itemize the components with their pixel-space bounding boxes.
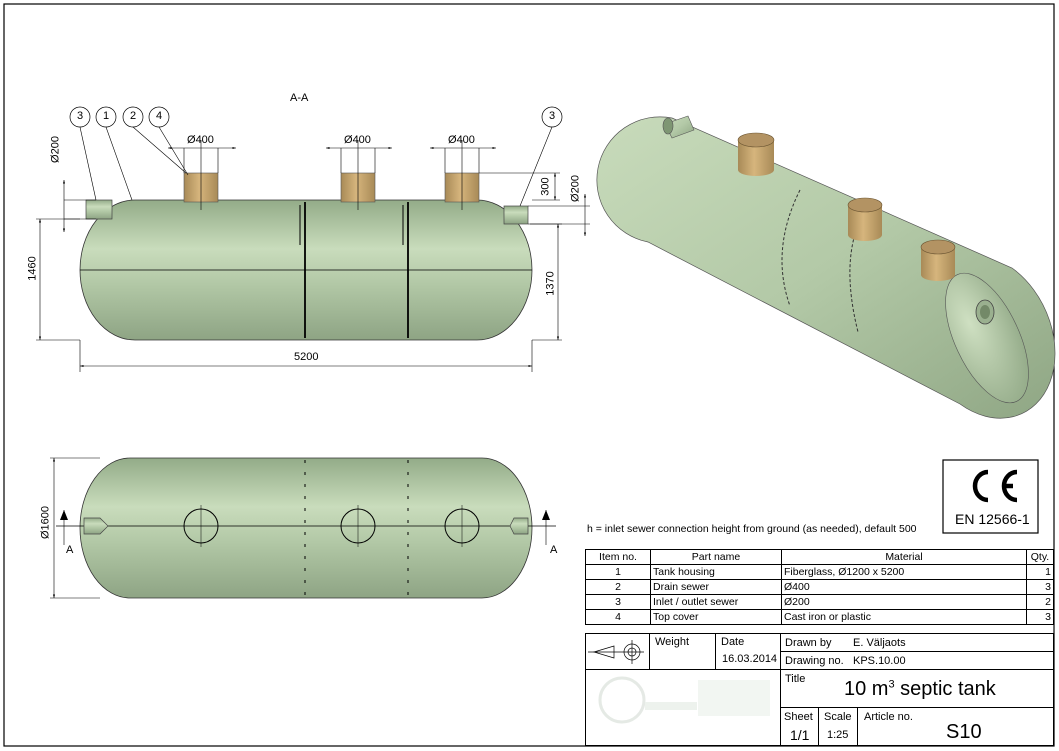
drawn-by-value: E. Väljaots xyxy=(853,637,906,649)
date-cell: Date 16.03.2014 xyxy=(715,633,781,670)
title-cell: Title 10 m3 septic tank xyxy=(780,669,1054,708)
bom-header-part: Part name xyxy=(650,549,782,565)
drawn-by-cell: Drawn by E. Väljaots xyxy=(780,633,1054,652)
bom-header-row: Item no. Part name Material Qty. xyxy=(585,549,1054,565)
bom-header-item: Item no. xyxy=(585,549,651,565)
dim-d200-right: Ø200 xyxy=(569,175,582,202)
projection-symbol xyxy=(588,640,644,664)
section-mark-right: A xyxy=(550,544,558,556)
table-row: 2 Drain sewer Ø400 3 xyxy=(585,579,1054,595)
article-value: S10 xyxy=(946,721,982,743)
title-value: 10 m3 septic tank xyxy=(844,678,996,700)
iso-cover-2 xyxy=(847,197,883,241)
dim-d400-2: Ø400 xyxy=(344,134,371,146)
dim-1460: 1460 xyxy=(26,256,39,281)
sheet-value: 1/1 xyxy=(790,727,810,743)
bom-header-qty: Qty. xyxy=(1026,549,1054,565)
scale-value: 1:25 xyxy=(827,729,849,741)
dim-1370: 1370 xyxy=(544,271,557,296)
drawing-no-label: Drawing no. xyxy=(785,655,844,667)
table-row: 4 Top cover Cast iron or plastic 3 xyxy=(585,609,1054,625)
iso-cover-1 xyxy=(737,132,775,176)
date-label: Date xyxy=(721,636,745,648)
bill-of-materials: Item no. Part name Material Qty. 1 Tank … xyxy=(585,549,1054,625)
dim-d1600: Ø1600 xyxy=(39,505,52,540)
balloon-4: 4 xyxy=(155,110,163,122)
iso-cover-3 xyxy=(920,239,956,281)
sheet-cell: Sheet 1/1 xyxy=(780,707,819,746)
table-row: 3 Inlet / outlet sewer Ø200 2 xyxy=(585,594,1054,610)
inlet-height-note: h = inlet sewer connection height from g… xyxy=(587,523,917,535)
scale-cell: Scale 1:25 xyxy=(818,707,858,746)
section-view xyxy=(36,106,590,372)
top-view xyxy=(50,457,556,599)
dim-5200: 5200 xyxy=(294,351,319,363)
isometric-view xyxy=(596,115,1056,419)
dim-300: 300 xyxy=(539,177,552,196)
projection-cell xyxy=(585,633,650,670)
bom-header-material: Material xyxy=(781,549,1027,565)
table-row: 1 Tank housing Fiberglass, Ø1200 x 5200 … xyxy=(585,564,1054,580)
outlet-pipe xyxy=(503,205,529,225)
article-cell: Article no. S10 xyxy=(857,707,1054,746)
logo-cell xyxy=(585,669,781,746)
sheet-label: Sheet xyxy=(784,711,813,723)
weight-cell: Weight xyxy=(649,633,716,670)
section-label: A-A xyxy=(290,92,309,104)
article-label: Article no. xyxy=(864,711,913,723)
company-logo xyxy=(598,676,770,724)
balloon-1: 1 xyxy=(102,110,110,122)
balloon-3-right: 3 xyxy=(548,110,556,122)
balloon-3-left: 3 xyxy=(76,110,84,122)
dim-d400-1: Ø400 xyxy=(187,134,214,146)
ce-standard: EN 12566-1 xyxy=(955,511,1030,527)
title-label: Title xyxy=(785,673,806,685)
section-mark-left: A xyxy=(66,544,74,556)
weight-label: Weight xyxy=(655,636,690,648)
ce-mark-box xyxy=(942,459,1039,534)
drawing-no-value: KPS.10.00 xyxy=(853,655,906,667)
dim-d200-left: Ø200 xyxy=(49,136,62,163)
balloon-2: 2 xyxy=(129,110,137,122)
date-value: 16.03.2014 xyxy=(722,653,778,665)
sheet-border xyxy=(3,3,1055,747)
ce-logo xyxy=(972,469,1018,503)
drawing-no-cell: Drawing no. KPS.10.00 xyxy=(780,651,1054,670)
drawn-by-label: Drawn by xyxy=(785,637,832,649)
inlet-pipe xyxy=(85,199,113,220)
scale-label: Scale xyxy=(824,711,852,723)
dim-d400-3: Ø400 xyxy=(448,134,475,146)
